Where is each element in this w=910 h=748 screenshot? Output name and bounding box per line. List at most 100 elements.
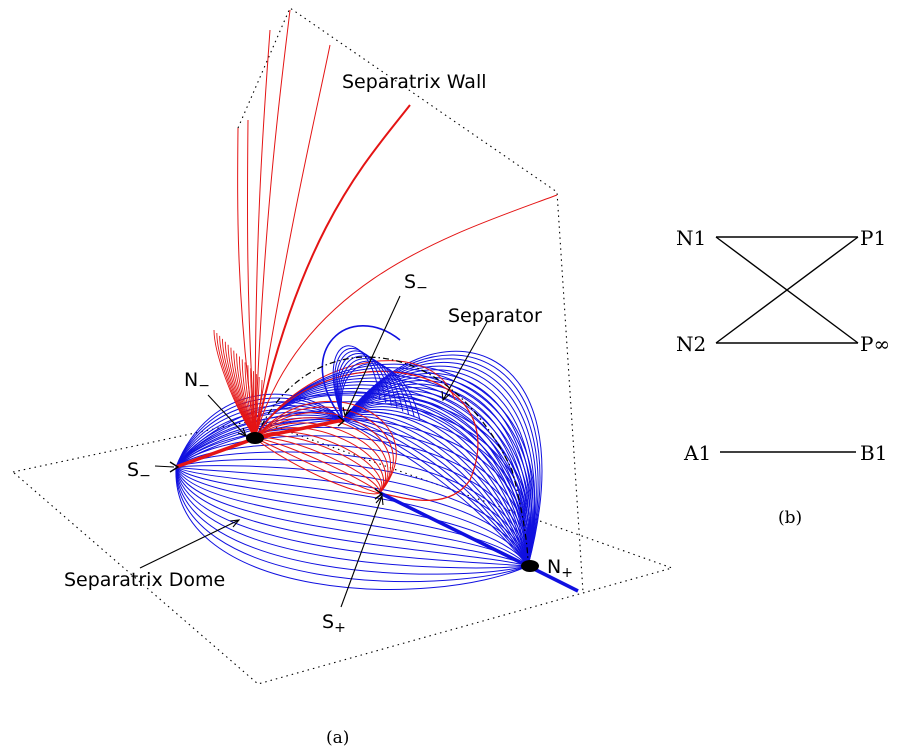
wall-line [254,29,271,439]
dome-top-line [255,384,529,567]
separator-cap-lines [321,324,421,421]
loop-line [254,406,394,494]
wall-plane [237,7,584,593]
dome-left-line [175,397,344,468]
dome-line [175,466,529,567]
dome-line [175,451,529,567]
fan-line [342,400,529,567]
loop-line [254,411,391,494]
cap-line [340,360,415,421]
node-p1: P1 [860,226,886,250]
dome-line [175,466,529,583]
panel-b: N1 N2 P1 P∞ A1 B1 (b) [676,226,890,528]
null-s-plus [374,488,384,500]
wall-fan-line [254,379,263,439]
cap-line [334,347,387,421]
loop-line [254,431,383,494]
cap-line [332,345,381,421]
cap-line [339,358,410,421]
dome-top-line [255,367,534,567]
fan-line [342,418,529,567]
dome-line [175,401,531,567]
null-n-minus [246,432,264,444]
label-separator: Separator [448,305,542,327]
label-separatrix-wall: Separatrix Wall [342,71,487,93]
label-s-minus-left: S− [127,459,151,484]
fan-line [342,403,529,567]
fan-line [342,419,529,567]
ground-plane [11,419,674,685]
fan-line [342,416,529,567]
loop-line [254,437,381,494]
separatrix-wall-lines [213,9,558,439]
dome-line [175,466,529,590]
wall-line [254,194,558,439]
fan-line [342,376,531,567]
cap-line [321,324,401,421]
pointer-s-minus-left [154,465,175,468]
fan-line [342,408,529,567]
dome-line [175,466,529,575]
pointer-s-plus-head [375,494,384,506]
label-separatrix-dome: Separatrix Dome [64,569,225,591]
spine-s-plus-to-n-plus [379,491,529,568]
loop-line [254,417,389,494]
outer-loop-line [254,360,456,439]
node-b1: B1 [860,441,887,465]
cap-line [337,353,398,421]
null-n-plus [521,560,539,572]
cap-line [335,350,392,421]
pointer-s-minus-top-head [342,406,352,418]
fan-line [342,390,529,567]
fan-line [342,393,529,567]
fan-line [342,419,529,567]
loop-line [254,427,384,494]
node-a1: A1 [683,441,711,465]
loop-line [254,437,381,494]
fan-line [342,417,529,567]
fan-line [342,350,543,567]
dome-line [175,466,529,567]
label-s-plus: S+ [322,611,346,636]
node-n1: N1 [676,226,706,250]
pointer-separator-head [441,390,451,402]
spine-n-minus-to-s-minus-top [255,418,344,440]
fan-line [342,373,533,567]
fan-line [342,406,529,567]
caption-b: (b) [778,508,802,528]
cap-line [338,355,404,421]
loop-line [254,437,381,495]
null-s-minus-left [169,461,180,473]
node-n2: N2 [676,332,706,356]
spine-s-minus-to-n-minus [175,436,257,469]
dome-top-line [255,394,529,567]
fan-line [342,354,541,567]
fan-line [342,358,539,567]
wall-line [246,119,256,439]
label-n-minus: N− [184,369,210,394]
label-n-plus: N+ [547,556,573,581]
null-s-minus-top [337,415,346,427]
wall-line [254,9,291,439]
separatrix-dome-lines [175,392,531,590]
pointer-n-minus [207,394,247,437]
pointer-n-minus-head [237,427,247,437]
pointer-separator [442,321,488,401]
fan-line [342,397,529,567]
dome-line [175,426,529,567]
pointer-separatrix-dome [139,519,240,569]
caption-a: (a) [326,728,349,748]
wall-line [254,44,331,439]
fan-line [342,361,537,567]
pointer-s-minus-top [344,295,401,417]
dome-line [175,466,529,567]
pointer-separatrix-dome-head [229,519,241,528]
dome-line [175,466,529,569]
loop-line [254,400,397,494]
node-pinf: P∞ [860,332,890,356]
separatrix-fan-lines [175,350,543,567]
fan-line [342,380,530,567]
fan-line [342,419,529,567]
dome-top-line [255,387,529,567]
